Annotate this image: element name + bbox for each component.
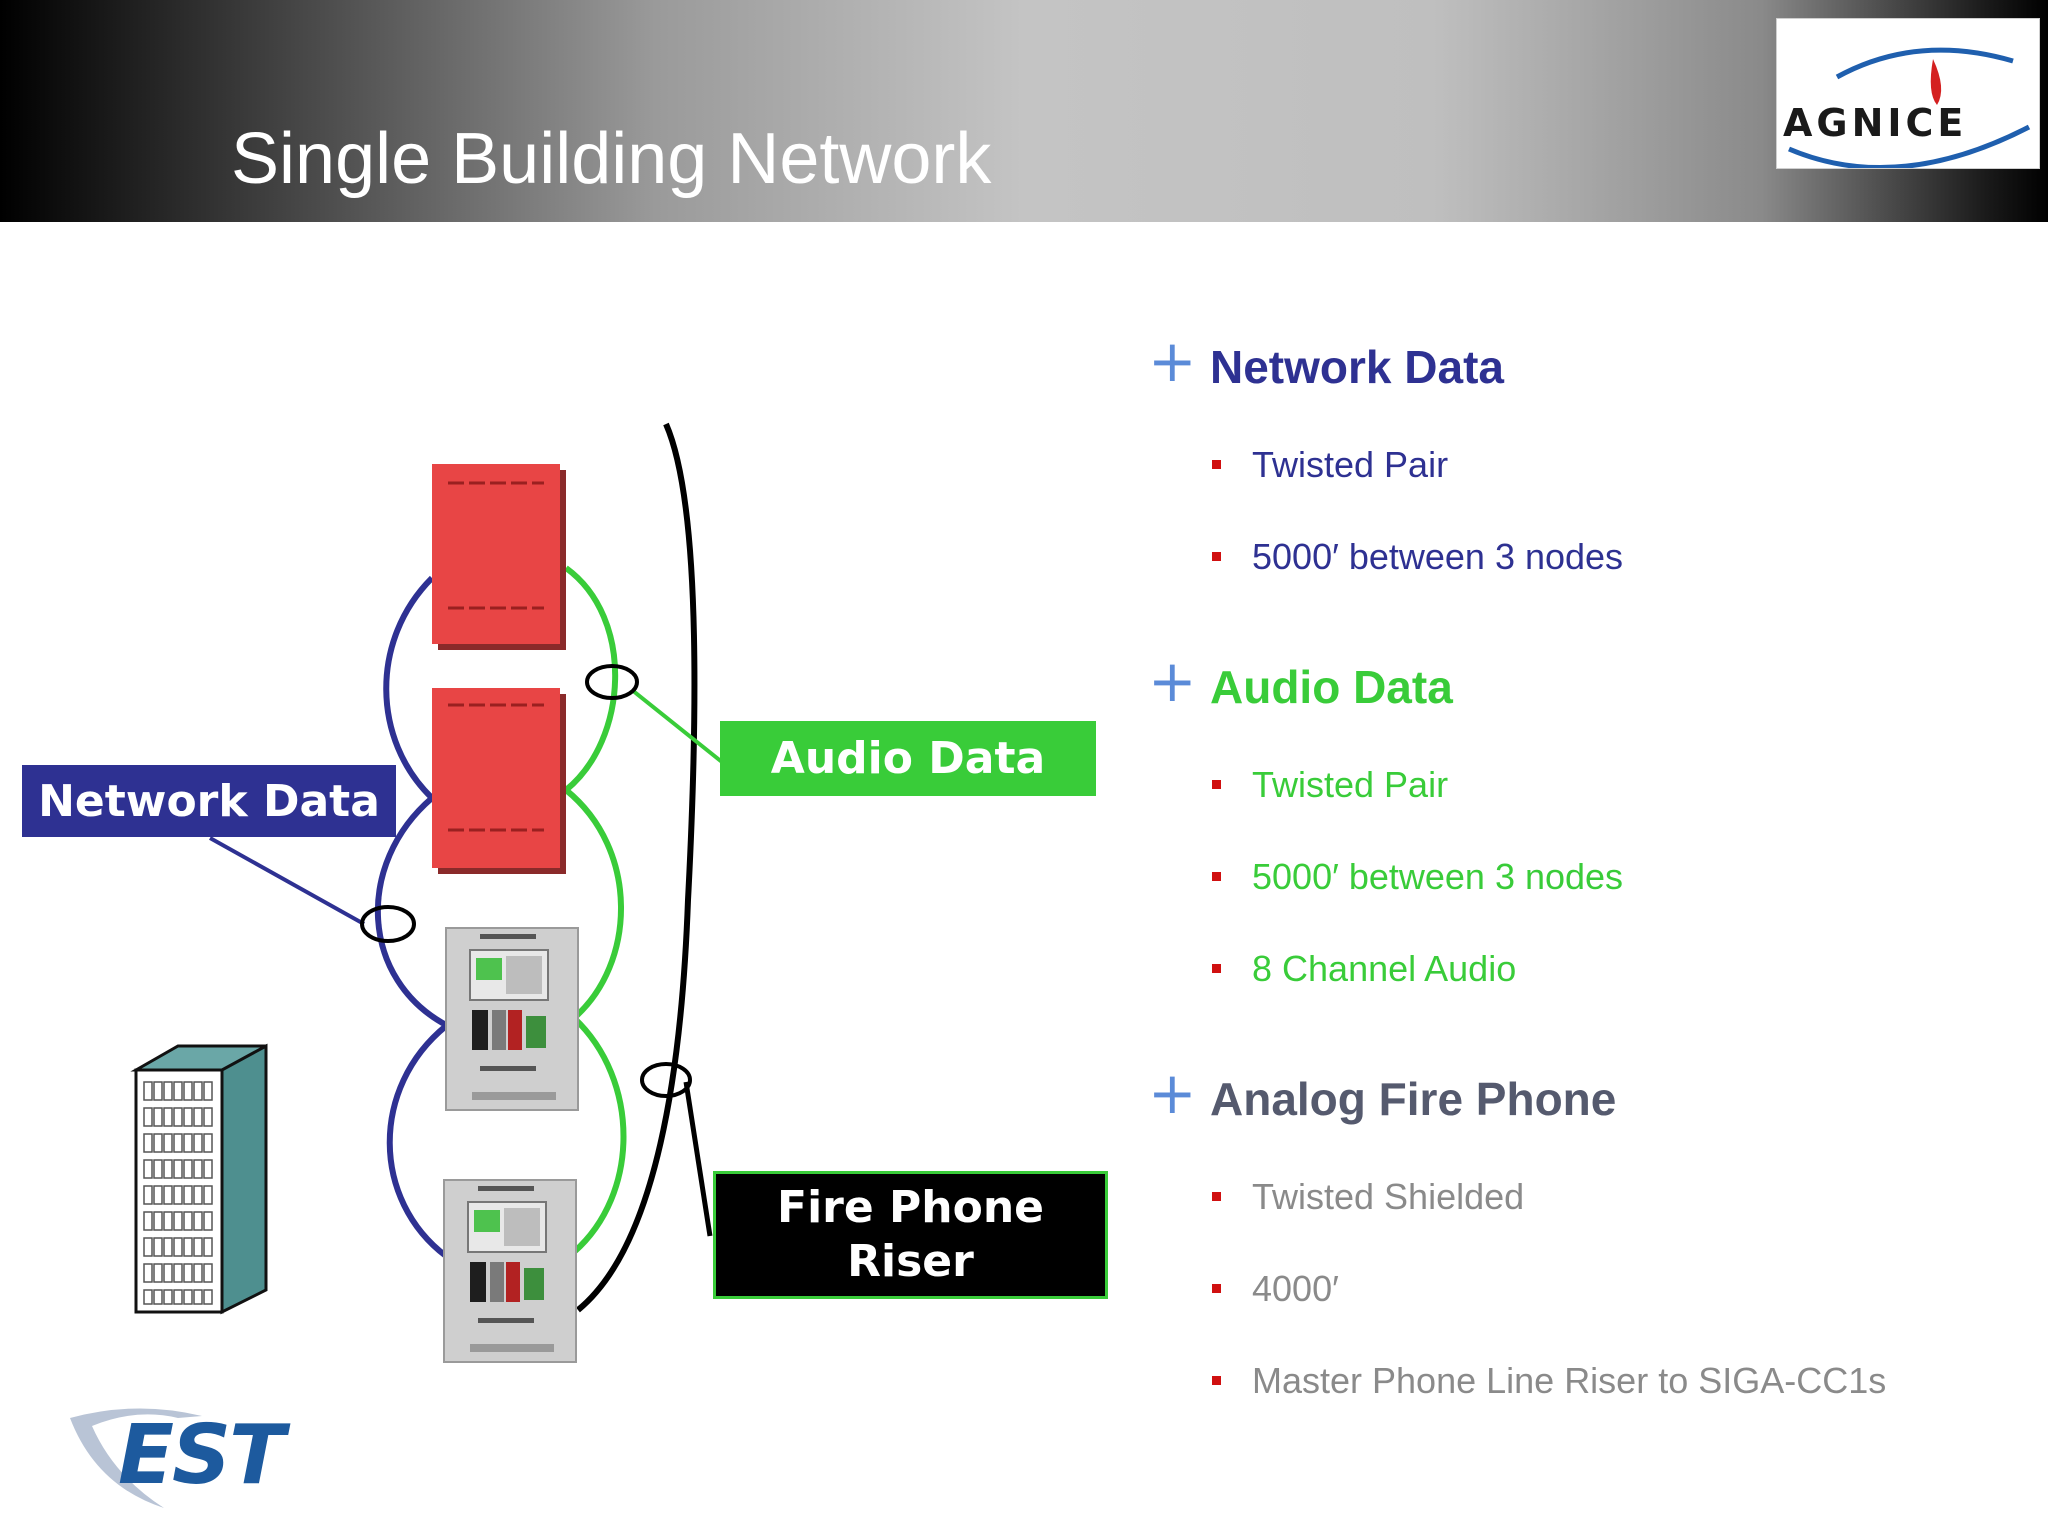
- network-data-callout: Network Data: [22, 765, 396, 837]
- bullet-square-icon: [1212, 552, 1221, 561]
- network-diagram: [130, 422, 724, 1363]
- slide-title: Single Building Network: [231, 119, 992, 199]
- logo-wordmark: AGNICE: [1783, 101, 1968, 145]
- section-heading: Analog Fire Phone: [1210, 1073, 1617, 1125]
- bullet-square-icon: [1212, 1376, 1221, 1385]
- red-panel-top: [432, 464, 566, 650]
- bullet-item: Twisted Shielded: [1252, 1176, 1525, 1217]
- fire-phone-riser-callout: Fire Phone Riser: [713, 1171, 1108, 1299]
- control-panel-lower: [443, 1179, 577, 1363]
- network-loop-lines: [375, 575, 450, 1259]
- section-heading: Audio Data: [1210, 661, 1453, 713]
- bullet-square-icon: [1212, 460, 1221, 469]
- logo-swoosh-icon: [1788, 47, 2031, 168]
- phone-riser-line: [576, 422, 698, 1313]
- bullet-item: 5000′ between 3 nodes: [1252, 856, 1624, 897]
- bullet-square-icon: [1212, 1284, 1221, 1293]
- est-logo-text: EST: [118, 1408, 285, 1503]
- plus-icon: +: [1148, 647, 1197, 715]
- audio-marker: [585, 664, 639, 700]
- plus-icon: +: [1148, 1059, 1197, 1127]
- agnice-logo: AGNICE: [1776, 18, 2040, 169]
- bullet-item: 4000′: [1252, 1268, 1339, 1309]
- plus-icon: +: [1148, 327, 1197, 395]
- red-panel-bottom: [432, 688, 566, 874]
- title-banner: Single Building Network AGNICE: [0, 0, 2048, 222]
- control-panel-upper: [445, 927, 579, 1111]
- bullet-square-icon: [1212, 964, 1221, 973]
- bullet-item: 8 Channel Audio: [1252, 948, 1517, 989]
- bullet-item: Twisted Pair: [1252, 444, 1449, 485]
- bullet-square-icon: [1212, 780, 1221, 789]
- bullet-square-icon: [1212, 1192, 1221, 1201]
- bullet-item: 5000′ between 3 nodes: [1252, 536, 1624, 577]
- bullet-square-icon: [1212, 872, 1221, 881]
- building-icon: [130, 1043, 268, 1315]
- bullet-item: Twisted Pair: [1252, 764, 1449, 805]
- audio-data-callout: Audio Data: [720, 721, 1096, 796]
- network-callout-leader: [209, 836, 365, 926]
- audio-callout-leader: [630, 688, 724, 764]
- bullet-item: Master Phone Line Riser to SIGA-CC1s: [1252, 1360, 1887, 1401]
- audio-loop-lines: [564, 565, 627, 1255]
- est-shield-icon: [70, 1408, 202, 1508]
- section-heading: Network Data: [1210, 341, 1504, 393]
- network-marker: [360, 905, 416, 943]
- phone-riser-marker: [640, 1062, 692, 1098]
- phone-callout-leader: [683, 1081, 713, 1237]
